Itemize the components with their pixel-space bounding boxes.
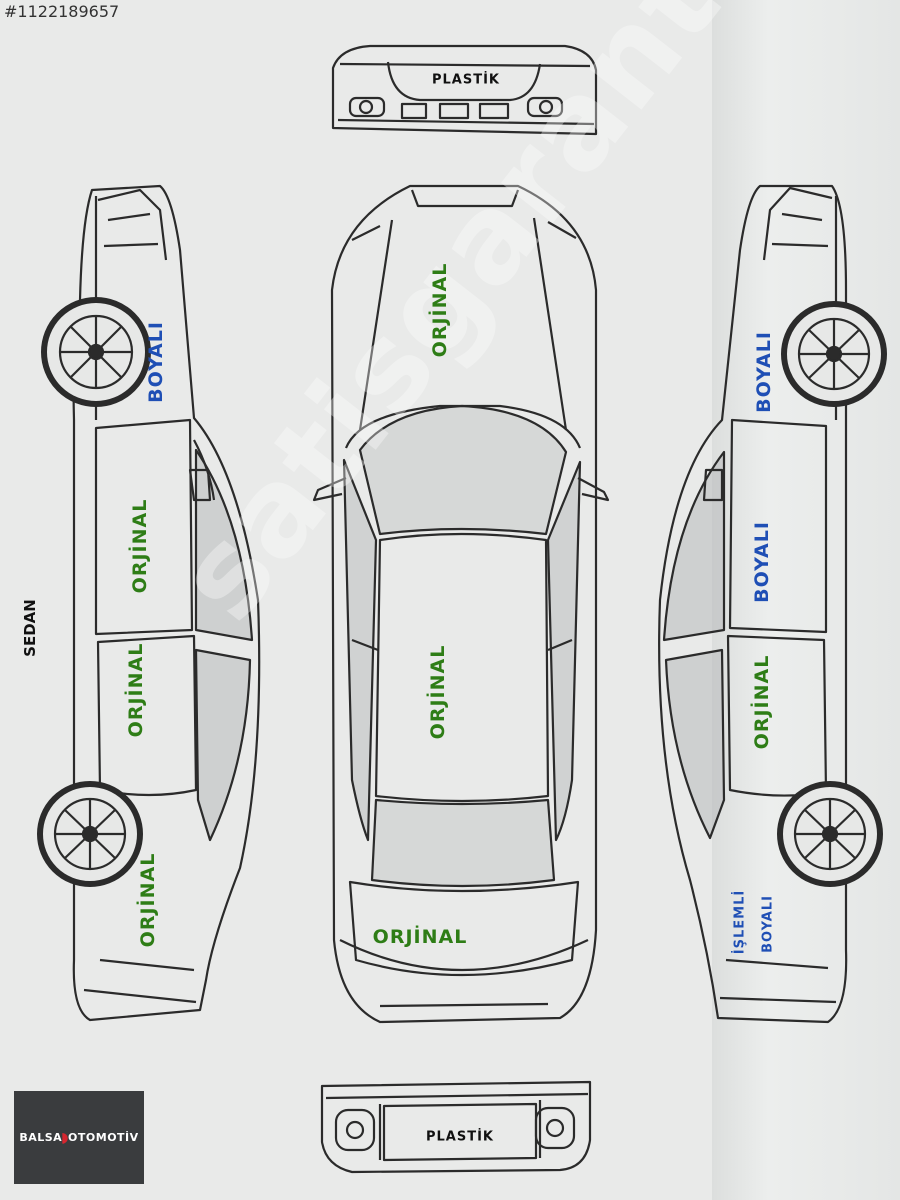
right-front-door-label: BOYALI — [751, 521, 773, 603]
top-view-car-outline — [312, 184, 610, 1024]
right-rear-door-label: ORJİNAL — [751, 654, 773, 750]
right-rear-fender-label-line2: BOYALI — [760, 895, 776, 953]
trunk-label: ORJİNAL — [372, 926, 468, 948]
left-front-fender-label: BOYALI — [145, 321, 167, 403]
rear-bumper-label: PLASTİK — [425, 1129, 495, 1145]
listing-id: #1122189657 — [4, 2, 120, 21]
right-front-fender-label: BOYALI — [753, 331, 775, 413]
body-type-label: SEDAN — [21, 599, 39, 657]
dealer-logo-left: BALSA — [19, 1131, 63, 1144]
dealer-logo-mark-icon: ◗ — [61, 1129, 70, 1146]
rear-bumper-outline — [320, 1080, 592, 1174]
right-rear-fender-label-line1: İŞLEMLİ — [732, 889, 748, 955]
left-front-door-label: ORJİNAL — [129, 498, 151, 594]
left-rear-fender-label: ORJİNAL — [137, 852, 159, 948]
front-bumper-outline — [331, 44, 598, 136]
right-side-car-outline — [658, 184, 887, 1024]
roof-label: ORJİNAL — [427, 644, 449, 740]
dealer-logo: BALSA ◗ OTOMOTİV — [14, 1091, 144, 1184]
front-bumper-label: PLASTİK — [431, 72, 501, 88]
left-side-car-outline — [37, 184, 261, 1022]
hood-label: ORJİNAL — [429, 262, 451, 358]
left-rear-door-label: ORJİNAL — [125, 642, 147, 738]
dealer-logo-right: OTOMOTİV — [68, 1131, 139, 1144]
